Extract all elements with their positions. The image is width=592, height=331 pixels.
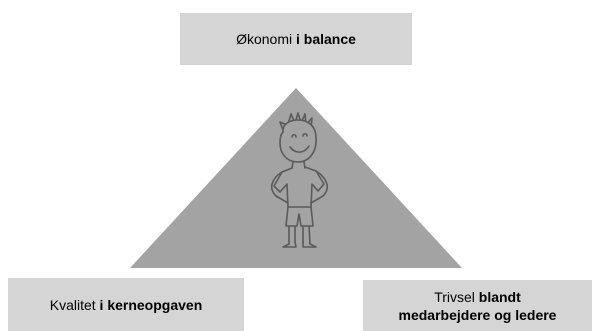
left-box-label-plain: Kvalitet xyxy=(49,296,96,313)
right-box-wellbeing: Trivsel blandt medarbejdere og ledere xyxy=(363,280,592,331)
child-drawing-icon xyxy=(270,112,328,248)
top-box-economy: Økonomi i balance xyxy=(180,13,412,65)
left-box-quality: Kvalitet i kerneopgaven xyxy=(8,278,244,331)
top-box-label-plain: Økonomi xyxy=(236,31,293,47)
left-box-label-bold: i kerneopgaven xyxy=(99,296,203,313)
right-box-label-plain: Trivsel xyxy=(434,288,475,305)
gray-triangle xyxy=(130,88,462,268)
top-box-label-bold: i balance xyxy=(296,31,356,47)
right-box-label-bold-line1: blandt xyxy=(478,288,521,305)
right-box-label-bold-line2: medarbejdere og ledere xyxy=(398,306,557,323)
